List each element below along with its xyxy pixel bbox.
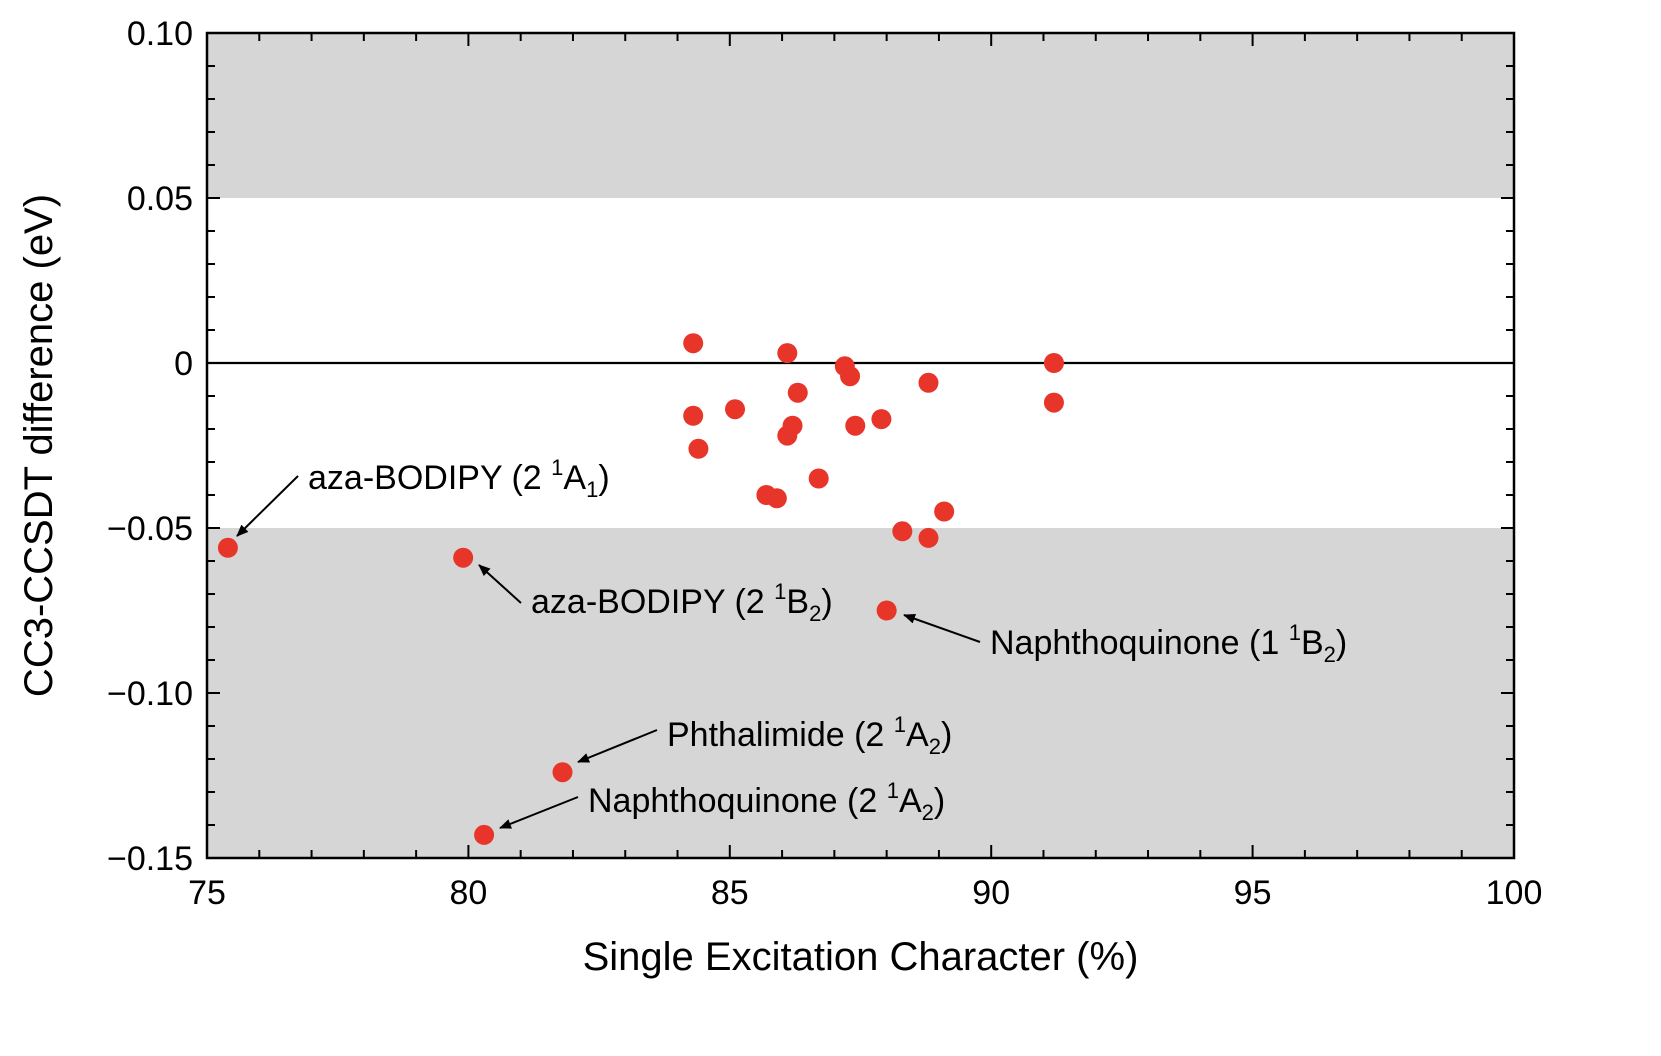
- annotations: aza-BODIPY (2 1A1) aza-BODIPY (2 1B2) Naph…: [308, 455, 1347, 825]
- data-point: [787, 382, 808, 403]
- x-tick-label: 95: [1234, 874, 1272, 912]
- data-point: [1043, 353, 1064, 373]
- data-point: [725, 399, 746, 420]
- data-point: [934, 501, 955, 522]
- data-point: [1043, 392, 1064, 413]
- annotation-arrow: [577, 729, 658, 763]
- data-point: [918, 527, 939, 548]
- plot-frame: [205, 31, 1516, 860]
- annotation-label: aza-BODIPY (2 1A1): [308, 455, 610, 502]
- data-point: [808, 468, 829, 489]
- y-tick-label: −0.10: [107, 675, 193, 713]
- data-point: [918, 372, 939, 393]
- annotation-arrow: [499, 796, 579, 829]
- data-point: [766, 488, 787, 509]
- annotation-arrow: [236, 475, 299, 537]
- data-point: [845, 415, 866, 436]
- y-tick-label: −0.15: [107, 840, 193, 878]
- annotation-label: Naphthoquinone (2 1A2): [588, 778, 945, 825]
- shaded-band-0: [207, 33, 1514, 198]
- data-point: [688, 438, 709, 459]
- annotation-label: Phthalimide (2 1A2): [667, 712, 952, 759]
- annotation-label: Naphthoquinone (1 1B2): [990, 620, 1347, 667]
- data-point: [840, 366, 861, 387]
- annotation-arrows: [236, 475, 981, 829]
- y-axis-title: CC3-CCSDT difference (eV): [17, 194, 61, 697]
- x-axis-title: Single Excitation Character (%): [583, 935, 1139, 979]
- data-point: [777, 343, 798, 364]
- data-point: [871, 409, 892, 430]
- shaded-band-1: [207, 528, 1514, 858]
- data-point: [217, 537, 238, 558]
- x-tick-label: 75: [188, 874, 226, 912]
- x-tick-label: 100: [1486, 874, 1543, 912]
- y-tick-label: 0.10: [127, 15, 193, 53]
- annotation-arrow: [903, 613, 981, 643]
- shaded-bands: [207, 33, 1514, 858]
- data-point: [552, 762, 573, 783]
- x-tick-label: 80: [449, 874, 487, 912]
- data-point: [892, 521, 913, 542]
- y-tick-label: 0.05: [127, 180, 193, 218]
- y-tick-label: 0: [174, 345, 193, 383]
- data-point: [683, 333, 704, 354]
- y-tick-label: −0.05: [107, 510, 193, 548]
- data-point: [453, 547, 474, 568]
- axes: 75 80 85 90 95 100 0.10 0.05 0 −0.05 −0.10 −0.15: [107, 15, 1542, 912]
- data-point: [683, 405, 704, 426]
- x-tick-label: 90: [972, 874, 1010, 912]
- annotation-label: aza-BODIPY (2 1B2): [531, 579, 833, 626]
- annotation-arrow: [478, 564, 522, 604]
- data-point: [474, 824, 495, 845]
- data-point: [777, 425, 798, 446]
- data-points: [217, 333, 1064, 845]
- x-tick-label: 85: [711, 874, 749, 912]
- data-point: [876, 600, 897, 621]
